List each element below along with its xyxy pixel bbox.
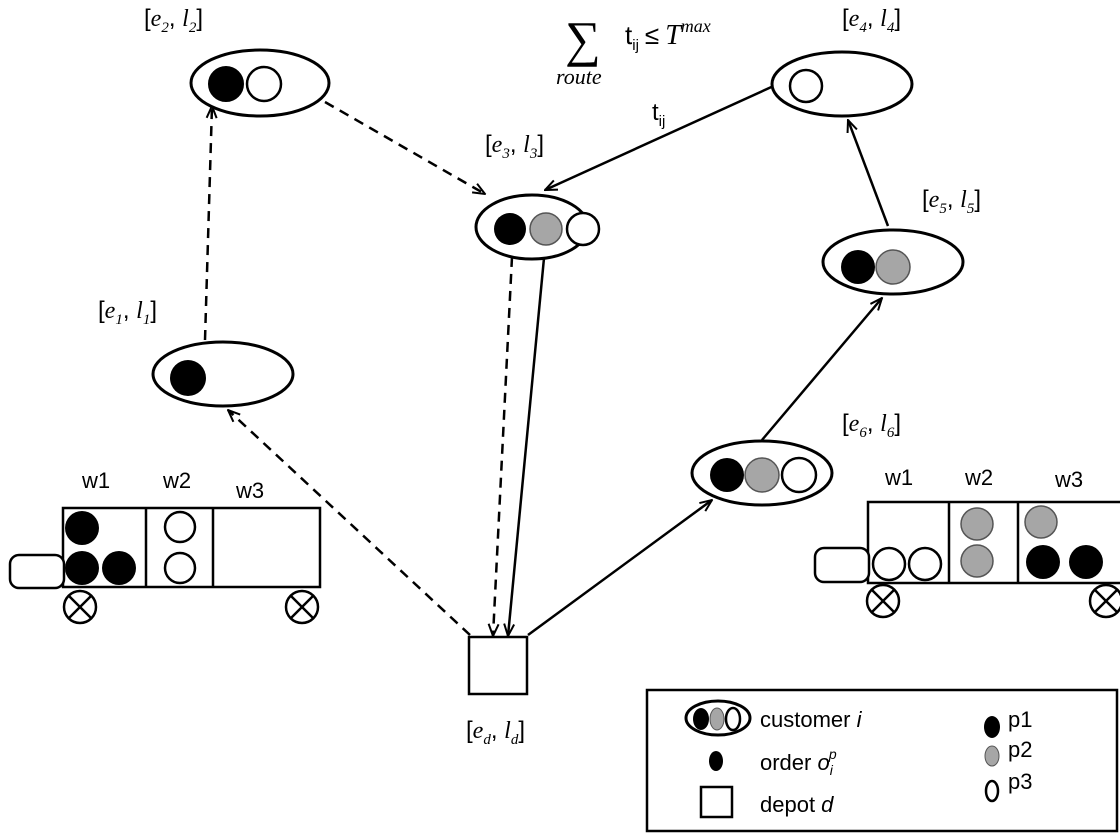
sum-expression: tij≤Tmax (625, 16, 711, 54)
order-p2 (744, 457, 780, 493)
order-p1 (170, 360, 206, 396)
legend-depot-icon (699, 785, 734, 819)
compartment-label-w1: w1 (81, 468, 110, 493)
order-p1 (65, 511, 99, 545)
legend-p3-icon (984, 779, 1000, 803)
compartment-label-w3: w3 (1054, 467, 1083, 492)
tw-label-c6: [e6, l6] (842, 410, 901, 441)
legend-customer-label: customer i (760, 707, 863, 732)
legend-p1-icon (984, 716, 1000, 738)
wheel-icon (865, 583, 901, 619)
customer-2 (189, 48, 331, 118)
legend-depot-label: depot d (760, 792, 834, 817)
order-p3 (163, 510, 197, 544)
truck-cab (8, 553, 66, 590)
order-p2 (875, 249, 911, 285)
legend-customer-icon (684, 699, 752, 737)
vehicle-right: w1 w2 w3 (813, 465, 1120, 619)
order-p1 (841, 250, 875, 284)
compartment-label-w2: w2 (162, 468, 191, 493)
order-p3 (907, 546, 943, 582)
order-p1 (1026, 545, 1060, 579)
order-p3 (163, 551, 197, 585)
edge-c2-c3 (324, 100, 485, 194)
wheel-icon (284, 589, 320, 625)
tw-label-c1: [e1, l1] (98, 297, 157, 328)
edge-c6-c5 (761, 298, 882, 441)
edge-c3-depot-solid (508, 257, 546, 636)
edge-label-tij: tij (652, 99, 665, 130)
tw-label-c5: [e5, l5] (922, 186, 981, 217)
order-p2 (1024, 505, 1058, 539)
legend-order-label: order oip (760, 746, 837, 778)
legend-p2-label: p2 (1008, 737, 1032, 762)
order-p2 (529, 212, 563, 246)
customer-5 (821, 228, 965, 296)
edge-c3-depot-dashed (493, 256, 514, 636)
edge-c4-c3 (545, 82, 779, 192)
customer-3 (474, 193, 601, 261)
order-p3 (565, 211, 601, 247)
edge-depot-c1 (228, 410, 471, 636)
order-p1 (710, 458, 744, 492)
order-p3 (780, 456, 818, 494)
customer-6 (690, 439, 834, 507)
legend-p2-icon (984, 745, 1000, 767)
wheel-icon (62, 589, 98, 625)
truck-cab (813, 546, 871, 584)
sum-symbol: ∑ (565, 11, 601, 67)
order-p3 (245, 65, 283, 103)
tw-label-c3: [e3, l3] (485, 131, 544, 162)
depot (467, 635, 529, 696)
legend-p3-label: p3 (1008, 769, 1032, 794)
edge-depot-c6 (527, 500, 712, 637)
legend-p1-label: p1 (1008, 707, 1032, 732)
legend: customer i order oip depot d p1 p2 p3 (645, 688, 1119, 833)
route-duration-constraint: ∑ route tij≤Tmax (556, 11, 711, 89)
order-p3 (788, 68, 824, 104)
tw-label-depot: [ed, ld] (466, 717, 525, 748)
compartment-label-w3: w3 (235, 478, 264, 503)
tw-label-c4: [e4, l4] (842, 5, 901, 36)
order-p1 (208, 66, 244, 102)
legend-order-icon (709, 751, 723, 771)
vehicle-left: w1 w2 w3 (8, 468, 322, 625)
order-p1 (65, 551, 99, 585)
wheel-icon (1088, 583, 1120, 619)
tw-label-c2: [e2, l2] (144, 5, 203, 36)
compartment-label-w1: w1 (884, 465, 913, 490)
order-p3 (871, 546, 907, 582)
sum-subscript: route (556, 64, 602, 89)
edge-c5-c4 (848, 120, 890, 227)
compartment-label-w2: w2 (964, 465, 993, 490)
order-p1 (102, 551, 136, 585)
order-p2 (960, 544, 994, 578)
edge-c1-c2 (203, 106, 212, 341)
customer-1 (151, 340, 295, 408)
order-p1 (1069, 545, 1103, 579)
customer-4 (770, 50, 914, 118)
order-p2 (960, 507, 994, 541)
order-p1 (494, 213, 526, 245)
